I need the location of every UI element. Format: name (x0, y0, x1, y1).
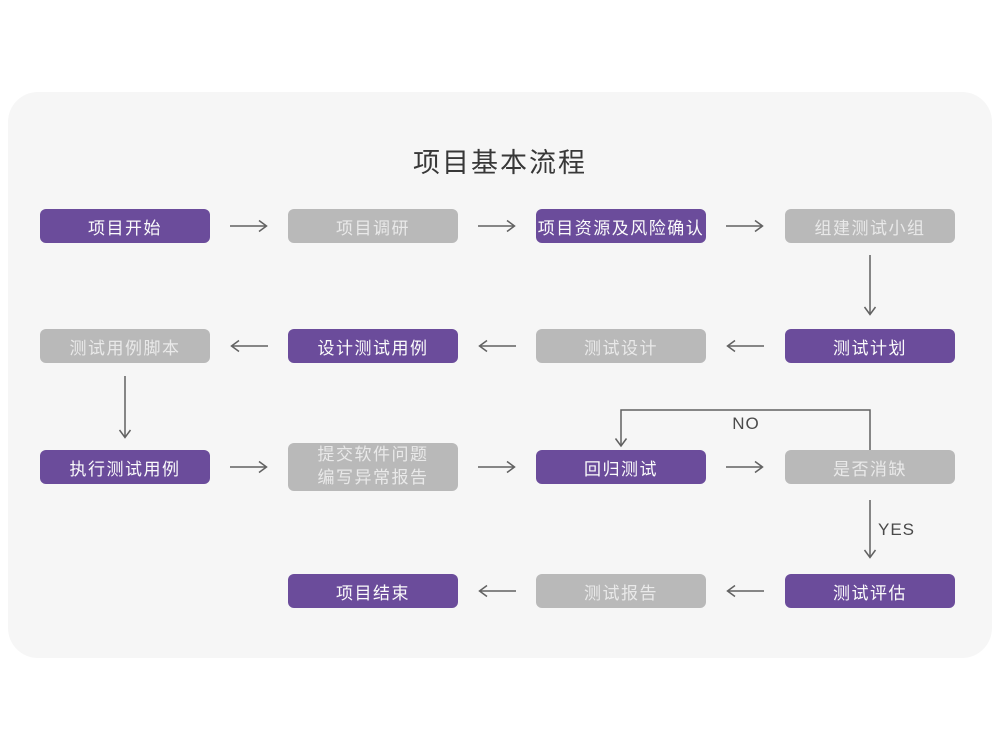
arrow-down-icon (117, 376, 133, 440)
branch-label-no: NO (732, 414, 760, 433)
branch-label-yes: YES (878, 520, 916, 539)
flow-node-test-case-script: 测试用例脚本 (40, 329, 210, 363)
node-label: 组建测试小组 (814, 218, 926, 238)
flow-node-execute-test-case: 执行测试用例 (40, 450, 210, 484)
flow-node-test-report: 测试报告 (536, 574, 706, 608)
no-branch-connector-icon (610, 402, 882, 454)
node-label: 项目调研 (336, 218, 410, 238)
flow-node-project-start: 项目开始 (40, 209, 210, 243)
node-label: 项目结束 (336, 583, 410, 603)
node-label: 测试评估 (833, 583, 907, 603)
flow-node-submit-issue-report: 提交软件问题 编写异常报告 (288, 443, 458, 491)
arrow-left-icon (725, 584, 765, 598)
arrow-left-icon (725, 339, 765, 353)
flow-node-build-test-team: 组建测试小组 (785, 209, 955, 243)
flowchart-card-background (8, 92, 992, 658)
node-label: 是否消缺 (833, 459, 907, 479)
arrow-right-icon (725, 219, 765, 233)
node-label: 设计测试用例 (317, 338, 429, 358)
arrow-down-icon (862, 255, 878, 317)
flow-node-test-design: 测试设计 (536, 329, 706, 363)
node-label: 项目资源及风险确认 (537, 218, 705, 238)
arrow-right-icon (477, 460, 517, 474)
flow-node-defect-cleared-check: 是否消缺 (785, 450, 955, 484)
node-label: 执行测试用例 (69, 459, 181, 479)
arrow-right-icon (725, 460, 765, 474)
flow-node-project-end: 项目结束 (288, 574, 458, 608)
node-label: 项目开始 (88, 218, 162, 238)
node-label: 测试用例脚本 (69, 338, 181, 358)
arrow-left-icon (229, 339, 269, 353)
flow-node-resources-risk-confirm: 项目资源及风险确认 (536, 209, 706, 243)
arrow-right-icon (229, 219, 269, 233)
flow-node-design-test-case: 设计测试用例 (288, 329, 458, 363)
node-label: 测试设计 (584, 338, 658, 358)
arrow-right-icon (477, 219, 517, 233)
flow-node-test-plan: 测试计划 (785, 329, 955, 363)
page-title: 项目基本流程 (413, 148, 587, 178)
arrow-left-icon (477, 339, 517, 353)
node-label: 测试报告 (584, 583, 658, 603)
flow-node-project-research: 项目调研 (288, 209, 458, 243)
flow-node-test-evaluate: 测试评估 (785, 574, 955, 608)
node-label: 测试计划 (833, 338, 907, 358)
arrow-left-icon (477, 584, 517, 598)
flow-node-regression-test: 回归测试 (536, 450, 706, 484)
arrow-right-icon (229, 460, 269, 474)
node-label: 回归测试 (584, 459, 658, 479)
node-label: 提交软件问题 编写异常报告 (317, 445, 429, 487)
arrow-down-icon (862, 500, 878, 560)
